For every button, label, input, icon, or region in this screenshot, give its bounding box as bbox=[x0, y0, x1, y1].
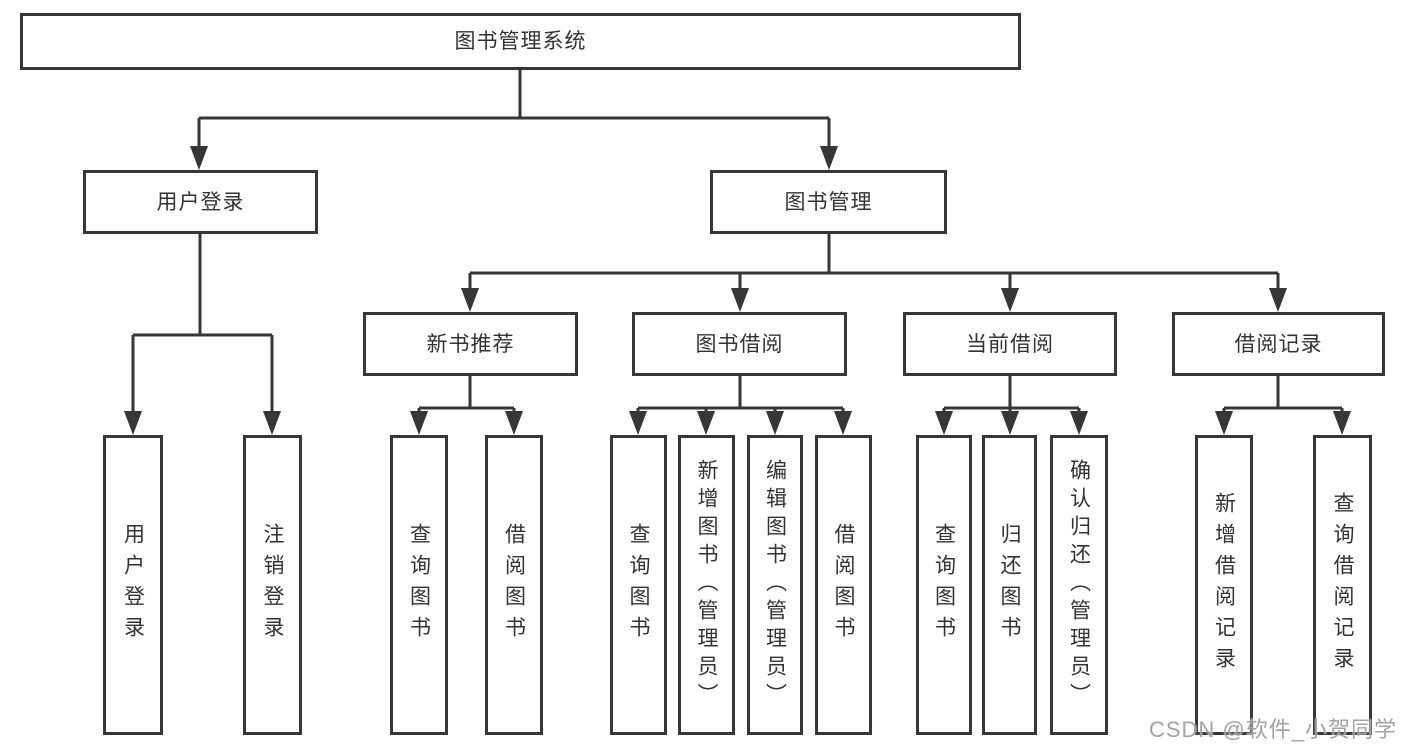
node-label: 新增借阅记录 bbox=[1212, 492, 1236, 678]
connector-userlogin-to-leaves bbox=[131, 234, 274, 417]
connector-bookborrow-to-leaves bbox=[636, 376, 845, 417]
node-new-book-recommend: 新书推荐 bbox=[363, 312, 578, 376]
node-leaf-add-books-admin: 新增图书（管理员） bbox=[678, 435, 735, 735]
node-label: 借阅图书 bbox=[832, 523, 855, 647]
node-label: 注销登录 bbox=[261, 523, 284, 647]
node-label: 新增图书（管理员） bbox=[695, 459, 718, 711]
node-label: 用户登录 bbox=[156, 190, 245, 214]
node-label: 图书管理系统 bbox=[454, 30, 587, 53]
node-label: 图书借阅 bbox=[695, 332, 784, 356]
connector-borrowrecords-to-leaves bbox=[1222, 376, 1344, 417]
node-label: 查询图书 bbox=[407, 523, 431, 647]
node-label: 当前借阅 bbox=[966, 332, 1054, 356]
node-user-login: 用户登录 bbox=[83, 170, 318, 234]
node-label: 查询图书 bbox=[627, 523, 650, 647]
node-leaf-edit-books-admin: 编辑图书（管理员） bbox=[747, 435, 803, 735]
node-library-management-system: 图书管理系统 bbox=[20, 13, 1021, 70]
node-label: 归还图书 bbox=[998, 523, 1021, 647]
connector-currentborrow-to-leaves bbox=[942, 376, 1081, 417]
node-leaf-confirm-return-admin: 确认归还（管理员） bbox=[1050, 435, 1108, 735]
connector-root-to-level2 bbox=[197, 70, 831, 150]
node-book-borrow: 图书借阅 bbox=[632, 312, 847, 376]
node-leaf-return-books: 归还图书 bbox=[982, 435, 1037, 735]
node-leaf-user-login: 用户登录 bbox=[103, 435, 163, 735]
connector-newbookrec-to-leaves bbox=[417, 376, 516, 417]
node-leaf-query-books-1: 查询图书 bbox=[390, 435, 448, 735]
node-current-borrow: 当前借阅 bbox=[903, 312, 1117, 376]
csdn-watermark: CSDN @软件_小贺同学 bbox=[1148, 717, 1397, 742]
node-label: 借阅记录 bbox=[1234, 332, 1323, 356]
node-leaf-query-borrow-record: 查询借阅记录 bbox=[1313, 435, 1372, 735]
node-leaf-borrow-books-2: 借阅图书 bbox=[815, 435, 872, 735]
arrowheads bbox=[124, 146, 1351, 435]
node-label: 图书管理 bbox=[784, 190, 873, 214]
node-leaf-borrow-books-1: 借阅图书 bbox=[485, 435, 543, 735]
node-label: 新书推荐 bbox=[426, 332, 515, 356]
node-label: 查询图书 bbox=[932, 523, 956, 647]
node-label: 查询借阅记录 bbox=[1331, 492, 1354, 678]
node-label: 确认归还（管理员） bbox=[1067, 459, 1091, 711]
node-label: 用户登录 bbox=[121, 523, 145, 647]
node-label: 借阅图书 bbox=[502, 523, 526, 647]
node-leaf-query-books-2: 查询图书 bbox=[610, 435, 667, 735]
node-leaf-add-borrow-record: 新增借阅记录 bbox=[1195, 435, 1253, 735]
node-label: 编辑图书（管理员） bbox=[763, 459, 787, 711]
node-leaf-query-books-3: 查询图书 bbox=[916, 435, 972, 735]
connector-bookmgmt-to-level3 bbox=[468, 234, 1280, 294]
node-borrow-records: 借阅记录 bbox=[1172, 312, 1385, 376]
node-leaf-logout: 注销登录 bbox=[243, 435, 302, 735]
node-book-management: 图书管理 bbox=[710, 170, 947, 234]
